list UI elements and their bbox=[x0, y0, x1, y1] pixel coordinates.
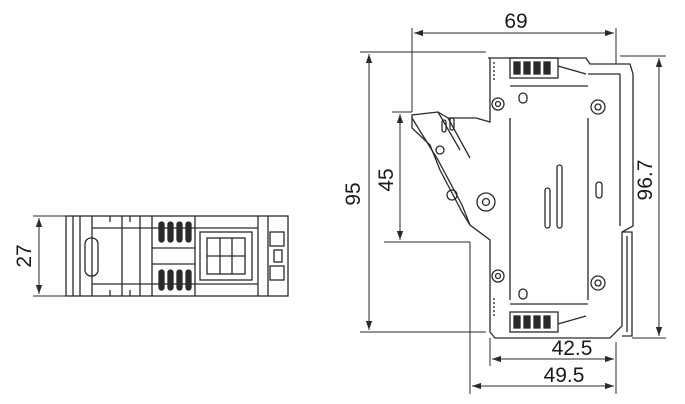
dim-96-7 bbox=[620, 55, 666, 339]
side-view bbox=[411, 57, 634, 339]
dim-42-5-label: 42.5 bbox=[552, 337, 593, 360]
dim-69-label: 69 bbox=[504, 10, 527, 33]
dim-45-label: 45 bbox=[375, 168, 398, 191]
dim-49-5 bbox=[469, 242, 614, 394]
dim-95-label: 95 bbox=[342, 182, 365, 205]
dim-27 bbox=[33, 215, 66, 297]
dim-69 bbox=[411, 28, 617, 112]
dim-96-7-label: 96.7 bbox=[634, 160, 657, 201]
dim-49-5-label: 49.5 bbox=[544, 364, 585, 387]
top-view bbox=[65, 215, 289, 297]
dim-27-label: 27 bbox=[13, 244, 36, 267]
dim-95 bbox=[360, 51, 486, 333]
dim-42-5 bbox=[489, 338, 617, 394]
dim-45 bbox=[384, 111, 470, 243]
